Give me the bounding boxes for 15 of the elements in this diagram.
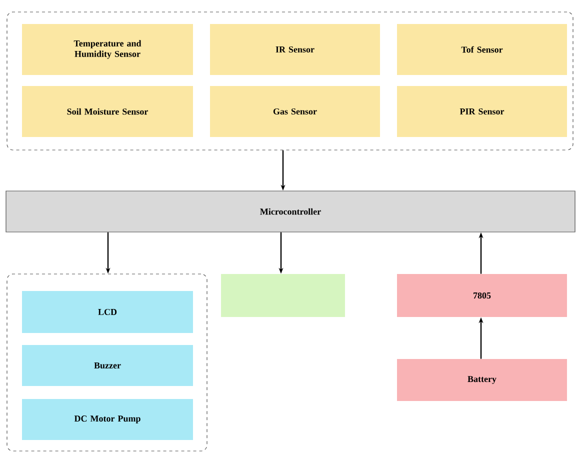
module-box: Battery	[397, 359, 567, 401]
module-box: Buzzer	[22, 345, 193, 386]
controller-bar: Microcontroller	[6, 190, 576, 232]
module-box: Soil Moisture Sensor	[22, 86, 193, 137]
module-box: Gas Sensor	[210, 86, 380, 137]
dashed-group-frame	[6, 274, 208, 452]
module-box: IR Sensor	[210, 24, 380, 75]
module-box	[221, 274, 345, 317]
module-box: PIR Sensor	[397, 86, 567, 137]
module-box: 7805	[397, 274, 567, 317]
module-box: DC Motor Pump	[22, 399, 193, 440]
dashed-group-frame	[6, 12, 574, 150]
module-box: Tof Sensor	[397, 24, 567, 75]
module-box: LCD	[22, 291, 193, 333]
module-box: Temperature and Humidity Sensor	[22, 24, 193, 75]
